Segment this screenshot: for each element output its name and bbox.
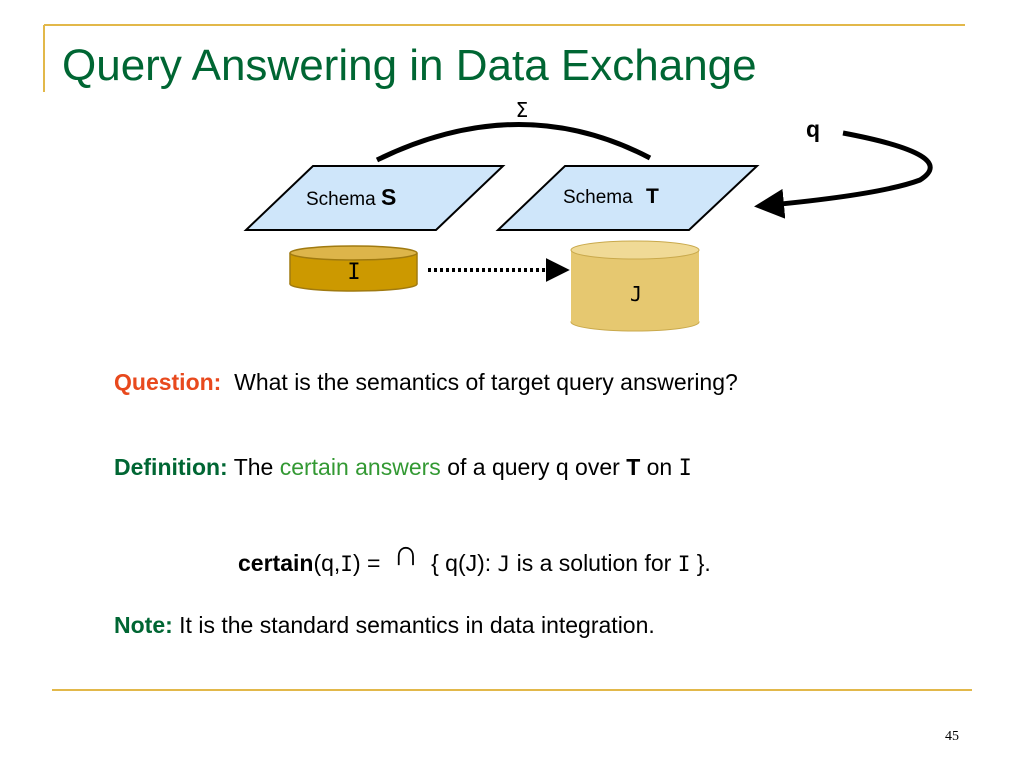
formula-func: certain — [238, 550, 314, 576]
query-arrow — [754, 130, 933, 219]
sigma-mapping-arc — [375, 122, 652, 163]
formula-close-eq: ) = — [352, 550, 381, 576]
instance-i-label: I — [347, 260, 360, 285]
intersection-symbol: ∩ — [392, 532, 419, 573]
definition-line: Definition: The certain answers of a que… — [114, 454, 692, 481]
slide-title: Query Answering in Data Exchange — [62, 41, 757, 90]
query-label: q — [806, 116, 820, 142]
instance-j-cylinder — [570, 240, 700, 332]
schema-t-shape — [495, 165, 760, 231]
formula-j-name: J — [497, 552, 511, 576]
sigma-label: Σ — [516, 98, 529, 122]
question-line: Question: What is the semantics of targe… — [114, 369, 738, 396]
schema-s-label: Schema S — [306, 184, 396, 210]
schema-t-label: Schema T — [563, 185, 659, 208]
formula-arg-i: I — [340, 552, 353, 576]
formula-open: (q, — [313, 550, 341, 576]
definition-i-name: I — [678, 456, 692, 481]
question-text: What is the semantics of target query an… — [234, 369, 738, 395]
instance-j-label: J — [630, 282, 642, 306]
formula-set-close: }. — [696, 550, 711, 576]
certain-answers-term: certain answers — [279, 454, 441, 480]
definition-t-name: T — [626, 454, 641, 480]
formula-set-open: { q(J): — [431, 550, 492, 576]
formula-mid: is a solution for — [516, 550, 672, 576]
definition-text-2: of a query q over — [447, 454, 620, 480]
note-line: Note: It is the standard semantics in da… — [114, 612, 655, 639]
formula-i-name: I — [677, 552, 691, 576]
definition-text-3: on — [646, 454, 673, 480]
definition-text-1: The — [233, 454, 274, 480]
note-text: It is the standard semantics in data int… — [179, 612, 655, 638]
certain-formula: certain(q,I) = ∩ { q(J): J is a solution… — [238, 532, 711, 580]
instance-i-cylinder — [289, 245, 418, 292]
definition-label: Definition: — [114, 454, 228, 480]
question-label: Question: — [114, 369, 222, 395]
note-label: Note: — [114, 612, 173, 638]
schema-s-shape — [243, 165, 506, 231]
page-number: 45 — [945, 729, 959, 744]
